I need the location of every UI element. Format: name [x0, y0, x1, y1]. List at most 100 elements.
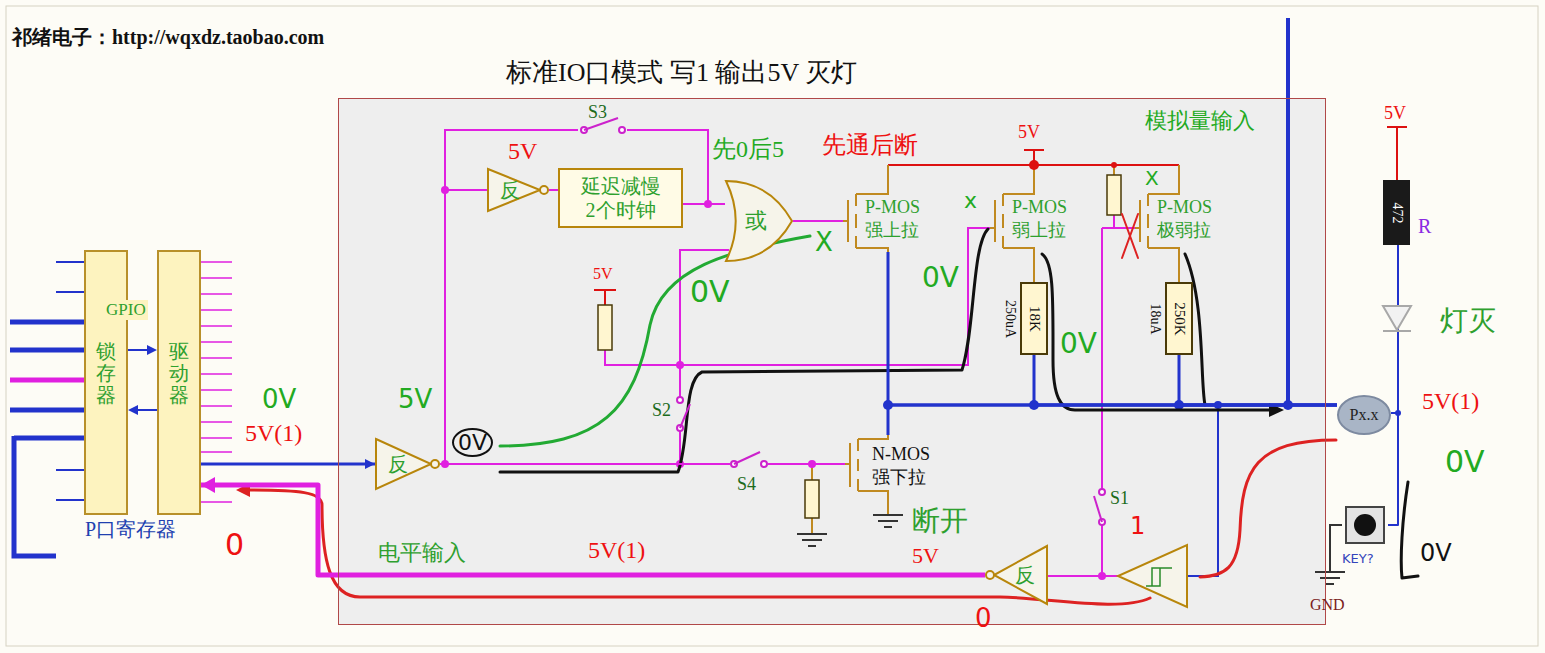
- annotation-label: X: [1145, 167, 1159, 190]
- pmos-transistor: P-MOS 极弱拉: [1135, 190, 1240, 252]
- junction-dot: [1098, 572, 1106, 580]
- pink-wire: [201, 262, 232, 502]
- ground-symbol: [873, 515, 903, 527]
- resistor-symbol: 472R: [1383, 180, 1410, 245]
- hand-drawn-stroke: [236, 214, 1418, 604]
- annotation-label: 模拟量输入: [1145, 108, 1255, 133]
- switch-symbol: [1094, 496, 1102, 522]
- annotation-label: 先0后5: [712, 136, 784, 164]
- annotation-label: 5V(1): [245, 420, 302, 448]
- resistor-symbol: 250uA18K: [1020, 282, 1048, 355]
- wire: [440, 190, 487, 464]
- key-cap: [1354, 514, 1376, 536]
- annotation-label: S3: [588, 102, 607, 123]
- wire: [549, 189, 558, 191]
- connector: [201, 459, 375, 469]
- annotation-label: 5V(1): [1422, 388, 1479, 416]
- hand-drawn-stroke: [1200, 440, 1336, 577]
- arrow-head: [365, 459, 375, 469]
- pink-wire: [1048, 575, 1118, 577]
- wire: [683, 203, 725, 205]
- pmos-transistor: P-MOS 强上拉: [843, 190, 941, 252]
- latch-block: 锁存器: [84, 250, 128, 515]
- connector: [793, 221, 843, 222]
- node-text: 18K: [1027, 306, 1042, 332]
- inverter-outline: [376, 439, 431, 489]
- connector: [440, 190, 487, 464]
- connector: [683, 204, 725, 205]
- switch-symbol: [1099, 489, 1105, 495]
- annotation-label: S2: [652, 400, 671, 421]
- node-text: 472: [1390, 202, 1404, 223]
- node-text: Px.x: [1350, 407, 1379, 423]
- annotation-label: 0V: [1060, 328, 1097, 360]
- arrow-head: [201, 477, 215, 493]
- annotation-label: 5V: [1018, 122, 1040, 143]
- connector: [888, 252, 1337, 405]
- inverter-bubble: [986, 571, 994, 579]
- shape-outline: [1342, 503, 1388, 547]
- annotation-label: x: [964, 188, 977, 213]
- inverter-gate: 反: [375, 438, 440, 490]
- wire: [440, 463, 845, 465]
- connector: [1034, 252, 1035, 282]
- annotation-label: 0V: [1445, 445, 1485, 480]
- page-frame: [6, 6, 1538, 646]
- junction-dot: [676, 361, 684, 369]
- connector: [1388, 413, 1398, 525]
- led-symbol: [1383, 330, 1411, 332]
- switch-symbol: [619, 127, 625, 133]
- annotation-label: 0V: [690, 275, 730, 310]
- node-text: 250K: [1172, 302, 1187, 335]
- inverter-gate: 反: [487, 168, 549, 212]
- connector: [440, 464, 845, 465]
- connector: [1179, 355, 1337, 405]
- ground-symbol: [797, 534, 827, 546]
- annotation-label: 5V: [593, 265, 613, 283]
- annotation-label: 5V(1): [588, 537, 645, 565]
- wire: [1178, 252, 1180, 282]
- blue-wire: [1187, 405, 1218, 576]
- switch-symbol: [676, 397, 684, 430]
- switch-symbol: [761, 461, 767, 467]
- annotation-label: 0: [225, 528, 244, 563]
- hand-drawn-stroke: [1122, 214, 1138, 258]
- wire: [1033, 252, 1035, 282]
- wire: [888, 405, 1337, 435]
- pin-pad: Px.x: [1337, 395, 1391, 435]
- schmitt-buffer: [1146, 568, 1172, 586]
- blue-wire: [10, 322, 84, 556]
- annotation-label: X: [815, 228, 833, 258]
- connector: [1034, 355, 1337, 405]
- annotation-label: 5V: [912, 543, 939, 568]
- blue-wire: [10, 18, 1288, 576]
- junction-dot: [1029, 160, 1039, 170]
- annotation-label: 祁绪电子：http://wqxdz.taobao.com: [12, 26, 324, 49]
- nmos-transistor: N-MOS 强下拉: [845, 435, 965, 497]
- node-text: 延迟减慢 2个时钟: [575, 174, 667, 222]
- wire: [201, 463, 375, 466]
- node-text: KEY?: [1342, 551, 1374, 566]
- inverter-gate: 反: [985, 545, 1048, 605]
- wire: [888, 252, 1337, 405]
- small-resistor: [805, 480, 819, 518]
- connector: [201, 477, 985, 575]
- annotation-label: 5V: [398, 385, 432, 415]
- annotation-label: 1: [1130, 513, 1145, 541]
- driver-block: 驱动器: [157, 250, 201, 515]
- hand-drawn-stroke: [246, 490, 1150, 604]
- annotation-label: 电平输入: [378, 540, 466, 565]
- blue-wire: [128, 345, 157, 415]
- hand-drawn-stroke: [500, 236, 810, 446]
- node-text: 驱动器: [169, 340, 189, 406]
- key-switch: KEY?: [1342, 503, 1388, 547]
- led-symbol: [1383, 306, 1411, 331]
- node-text: 反: [500, 180, 520, 200]
- annotation-label: 先通后断: [822, 132, 918, 160]
- annotation-label: 0V: [452, 428, 493, 457]
- hand-drawn-stroke: [500, 229, 988, 472]
- hand-drawn-stroke: [1042, 254, 1270, 410]
- annotation-label: 0V: [1420, 540, 1452, 568]
- node-text: 反: [388, 454, 408, 474]
